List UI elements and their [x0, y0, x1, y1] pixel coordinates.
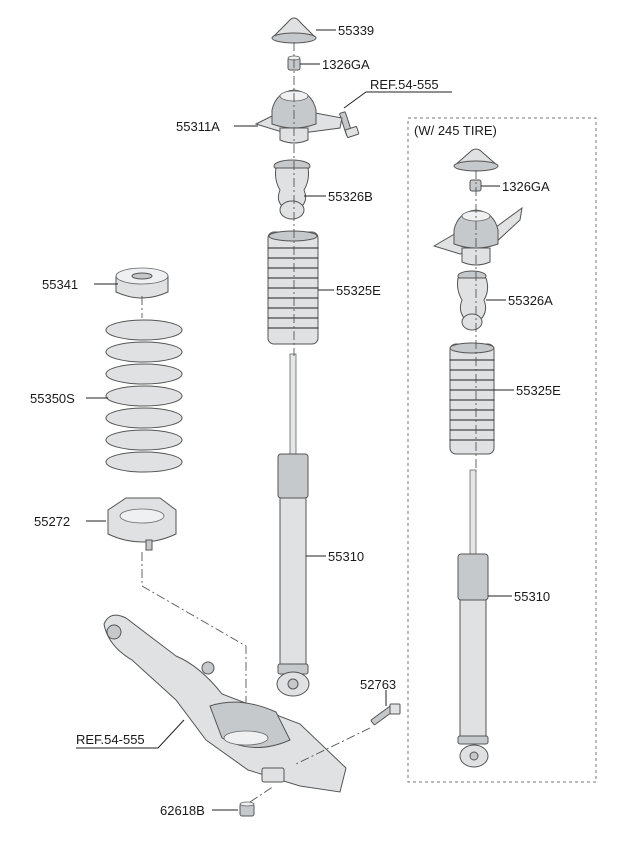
variant-mount[interactable]: [432, 206, 523, 266]
variant-55326A-bumper[interactable]: [457, 270, 489, 331]
label-62618B[interactable]: 62618B: [160, 803, 205, 818]
label-ref-lower[interactable]: REF.54-555: [76, 732, 145, 747]
part-55310-shock[interactable]: [276, 353, 310, 697]
leader-ref-upper: [343, 91, 452, 109]
label-55311A[interactable]: 55311A: [176, 119, 220, 134]
part-lower-control-arm[interactable]: [103, 614, 347, 793]
part-55341-pad[interactable]: [115, 267, 169, 299]
part-62618B-nut[interactable]: [239, 801, 255, 817]
label-variant-55326A[interactable]: 55326A: [508, 293, 553, 308]
variant-title[interactable]: (W/ 245 TIRE): [414, 123, 497, 138]
part-55326B-bumper[interactable]: [273, 159, 311, 220]
label-variant-55325E[interactable]: 55325E: [516, 383, 561, 398]
variant-cap[interactable]: [453, 148, 499, 172]
label-55326B[interactable]: 55326B: [328, 189, 373, 204]
leader-ref-lower: [76, 719, 185, 749]
part-55311A-mount[interactable]: [254, 89, 343, 144]
variant-1326GA-nut[interactable]: [469, 179, 482, 192]
align-line-left-2: [141, 552, 247, 730]
label-1326GA[interactable]: 1326GA: [322, 57, 370, 72]
label-55350S[interactable]: 55350S: [30, 391, 75, 406]
part-55339-cap[interactable]: [271, 17, 317, 44]
label-55341[interactable]: 55341: [42, 277, 78, 292]
part-55350S-spring[interactable]: [105, 319, 183, 473]
part-55272-seat[interactable]: [107, 497, 177, 551]
part-55325E-boot[interactable]: [267, 230, 319, 345]
label-52763[interactable]: 52763: [360, 677, 396, 692]
variant-55325E-boot[interactable]: [449, 342, 495, 455]
variant-box: [407, 117, 597, 783]
label-ref-upper[interactable]: REF.54-555: [370, 77, 439, 92]
label-55310[interactable]: 55310: [328, 549, 364, 564]
label-variant-1326GA[interactable]: 1326GA: [502, 179, 550, 194]
label-55325E[interactable]: 55325E: [336, 283, 381, 298]
label-variant-55310[interactable]: 55310: [514, 589, 550, 604]
label-55339[interactable]: 55339: [338, 23, 374, 38]
part-ref-upper-bolt[interactable]: [339, 111, 360, 138]
align-line-nut: [249, 785, 275, 803]
label-55272[interactable]: 55272: [34, 514, 70, 529]
align-line-bolt: [295, 727, 371, 765]
part-52763-bolt[interactable]: [370, 703, 401, 726]
variant-55310-shock[interactable]: [457, 469, 489, 768]
